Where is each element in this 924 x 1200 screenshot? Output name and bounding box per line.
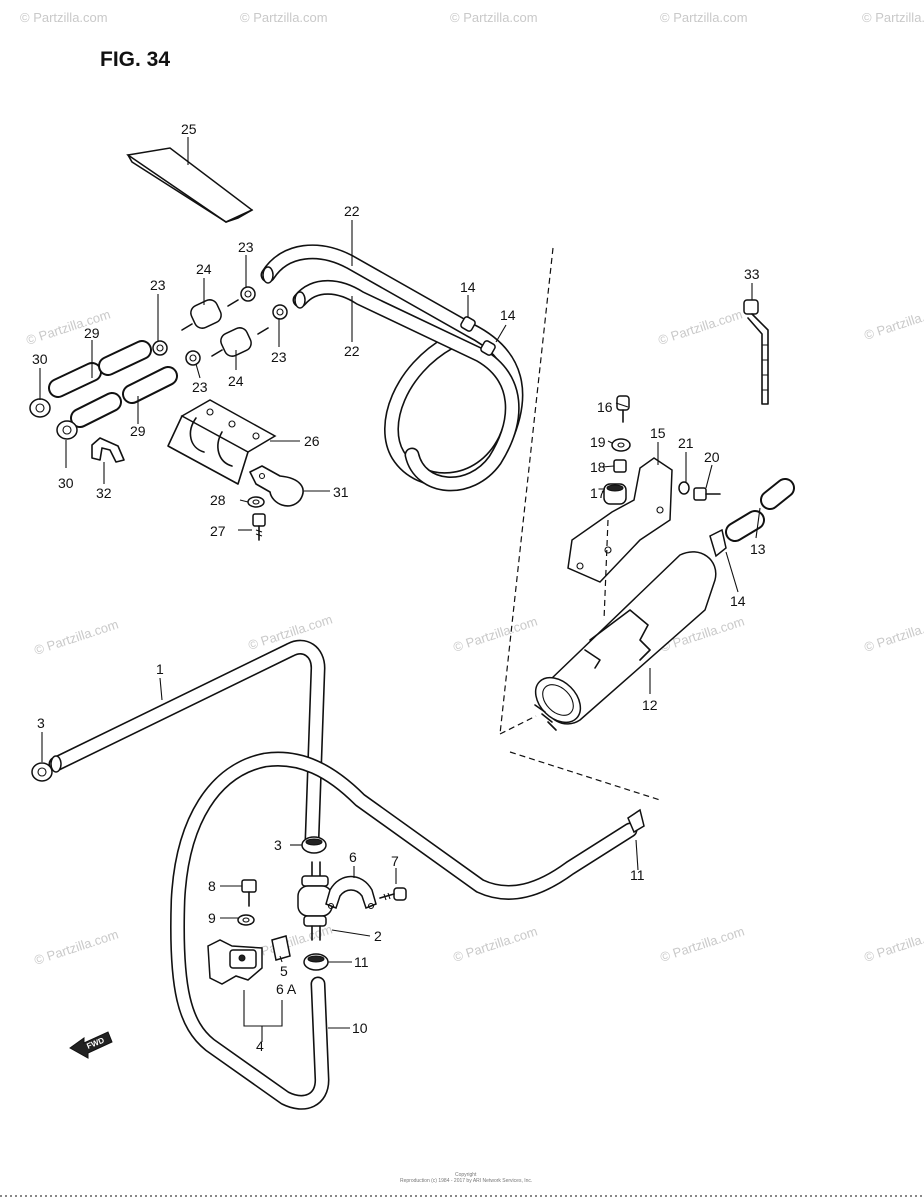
footer-line1: Copyright — [455, 1172, 477, 1178]
callout-27: 27 — [210, 523, 226, 539]
watermark: © Partzilla.com — [862, 924, 924, 965]
callout-23: 23 — [150, 277, 166, 293]
part-23-24-filters — [152, 286, 288, 366]
watermark: © Partzilla.com — [450, 10, 538, 25]
part-10-hose — [170, 751, 638, 1110]
callout-10: 10 — [352, 1020, 368, 1036]
callout-14: 14 — [730, 593, 746, 609]
part-2-filter — [297, 861, 333, 941]
watermark: © Partzilla.com — [32, 927, 120, 968]
watermark: © Partzilla.com — [656, 307, 744, 348]
callout-11: 11 — [354, 954, 369, 970]
callout-13: 13 — [750, 541, 766, 557]
callout-9: 9 — [208, 910, 216, 926]
part-14-clamp-canister — [709, 528, 727, 558]
part-19-washer — [611, 438, 631, 452]
callout-12: 12 — [642, 697, 658, 713]
dashed-lines — [499, 247, 661, 801]
part-29-30-tubes — [29, 340, 178, 440]
part-9-washer — [237, 914, 255, 926]
watermark: © Partzilla.com — [862, 614, 924, 655]
part-13-tube — [725, 478, 795, 542]
callout-11: 11 — [630, 867, 645, 883]
callout-18: 18 — [590, 459, 606, 475]
watermark: © Partzilla.com — [20, 10, 108, 25]
callout-8: 8 — [208, 878, 216, 894]
callout-21: 21 — [678, 435, 694, 451]
callout-30: 30 — [58, 475, 74, 491]
callout-3: 3 — [274, 837, 282, 853]
part-14-clamps — [460, 316, 496, 356]
figure-title: FIG. 34 — [100, 48, 170, 71]
callout-23: 23 — [271, 349, 287, 365]
watermark: © Partzilla.com — [862, 302, 924, 343]
part-12-canister — [534, 551, 717, 731]
callout-2: 2 — [374, 928, 382, 944]
fwd-arrow: FWD — [69, 1031, 113, 1059]
callout-17: 17 — [590, 485, 606, 501]
part-27-bolt — [252, 513, 266, 541]
callout-20: 20 — [704, 449, 720, 465]
footer-line2: Reproduction (c) 1984 - 2017 by ARI Netw… — [400, 1178, 532, 1184]
part-18-collar — [613, 459, 627, 473]
watermark: © Partzilla.com — [32, 617, 120, 658]
callout-22: 22 — [344, 343, 360, 359]
callout-1: 1 — [156, 661, 164, 677]
callout-labels: 25 22 22 23 23 23 23 24 24 29 29 30 30 3… — [32, 121, 766, 1054]
part-32-clip — [91, 437, 125, 463]
part-8-bolt — [241, 879, 257, 907]
part-26-bracket — [167, 399, 277, 485]
watermark: © Partzilla.com — [451, 614, 539, 655]
part-20-bolt — [693, 487, 721, 501]
watermark: © Partzilla.com — [240, 10, 328, 25]
part-31-strap — [249, 465, 304, 507]
part-25-strip — [126, 147, 254, 223]
callout-23: 23 — [192, 379, 208, 395]
callout-30: 30 — [32, 351, 48, 367]
part-21-nut — [678, 481, 690, 495]
part-17-grommet — [603, 483, 627, 505]
leader-lines — [39, 137, 761, 1042]
callout-4: 4 — [256, 1038, 264, 1054]
callout-24: 24 — [196, 261, 212, 277]
part-5-plate — [271, 935, 291, 961]
part-4-bracket — [207, 939, 263, 985]
part-3-clamps — [31, 762, 327, 854]
callout-29: 29 — [130, 423, 146, 439]
callout-6: 6 — [349, 849, 357, 865]
callout-3: 3 — [37, 715, 45, 731]
watermark: © Partzilla.com — [451, 924, 539, 965]
callout-31: 31 — [333, 484, 349, 500]
part-6-clamp — [325, 875, 377, 910]
callout-24: 24 — [228, 373, 244, 389]
part-7-screw — [379, 887, 407, 901]
part-33-tie — [743, 299, 769, 405]
part-16-bolt — [616, 395, 630, 423]
callout-5: 5 — [280, 963, 288, 979]
part-15-bracket — [567, 457, 673, 583]
callout-33: 33 — [744, 266, 760, 282]
callout-14: 14 — [460, 279, 476, 295]
callout-7: 7 — [391, 853, 399, 869]
part-22-hoses — [260, 244, 524, 492]
callout-28: 28 — [210, 492, 226, 508]
watermark: © Partzilla.com — [658, 924, 746, 965]
watermark: © Partzilla.com — [660, 10, 748, 25]
callout-29: 29 — [84, 325, 100, 341]
part-28-washer — [247, 496, 265, 508]
watermark: © Partzilla.com — [862, 10, 924, 25]
callout-22: 22 — [344, 203, 360, 219]
callout-16: 16 — [597, 399, 613, 415]
callout-14: 14 — [500, 307, 516, 323]
callout-32: 32 — [96, 485, 112, 501]
callout-6a: 6 A — [276, 981, 297, 997]
part-1-hose — [48, 639, 326, 848]
callout-19: 19 — [590, 434, 606, 450]
callout-26: 26 — [304, 433, 320, 449]
callout-25: 25 — [181, 121, 197, 137]
callout-23: 23 — [238, 239, 254, 255]
callout-15: 15 — [650, 425, 666, 441]
